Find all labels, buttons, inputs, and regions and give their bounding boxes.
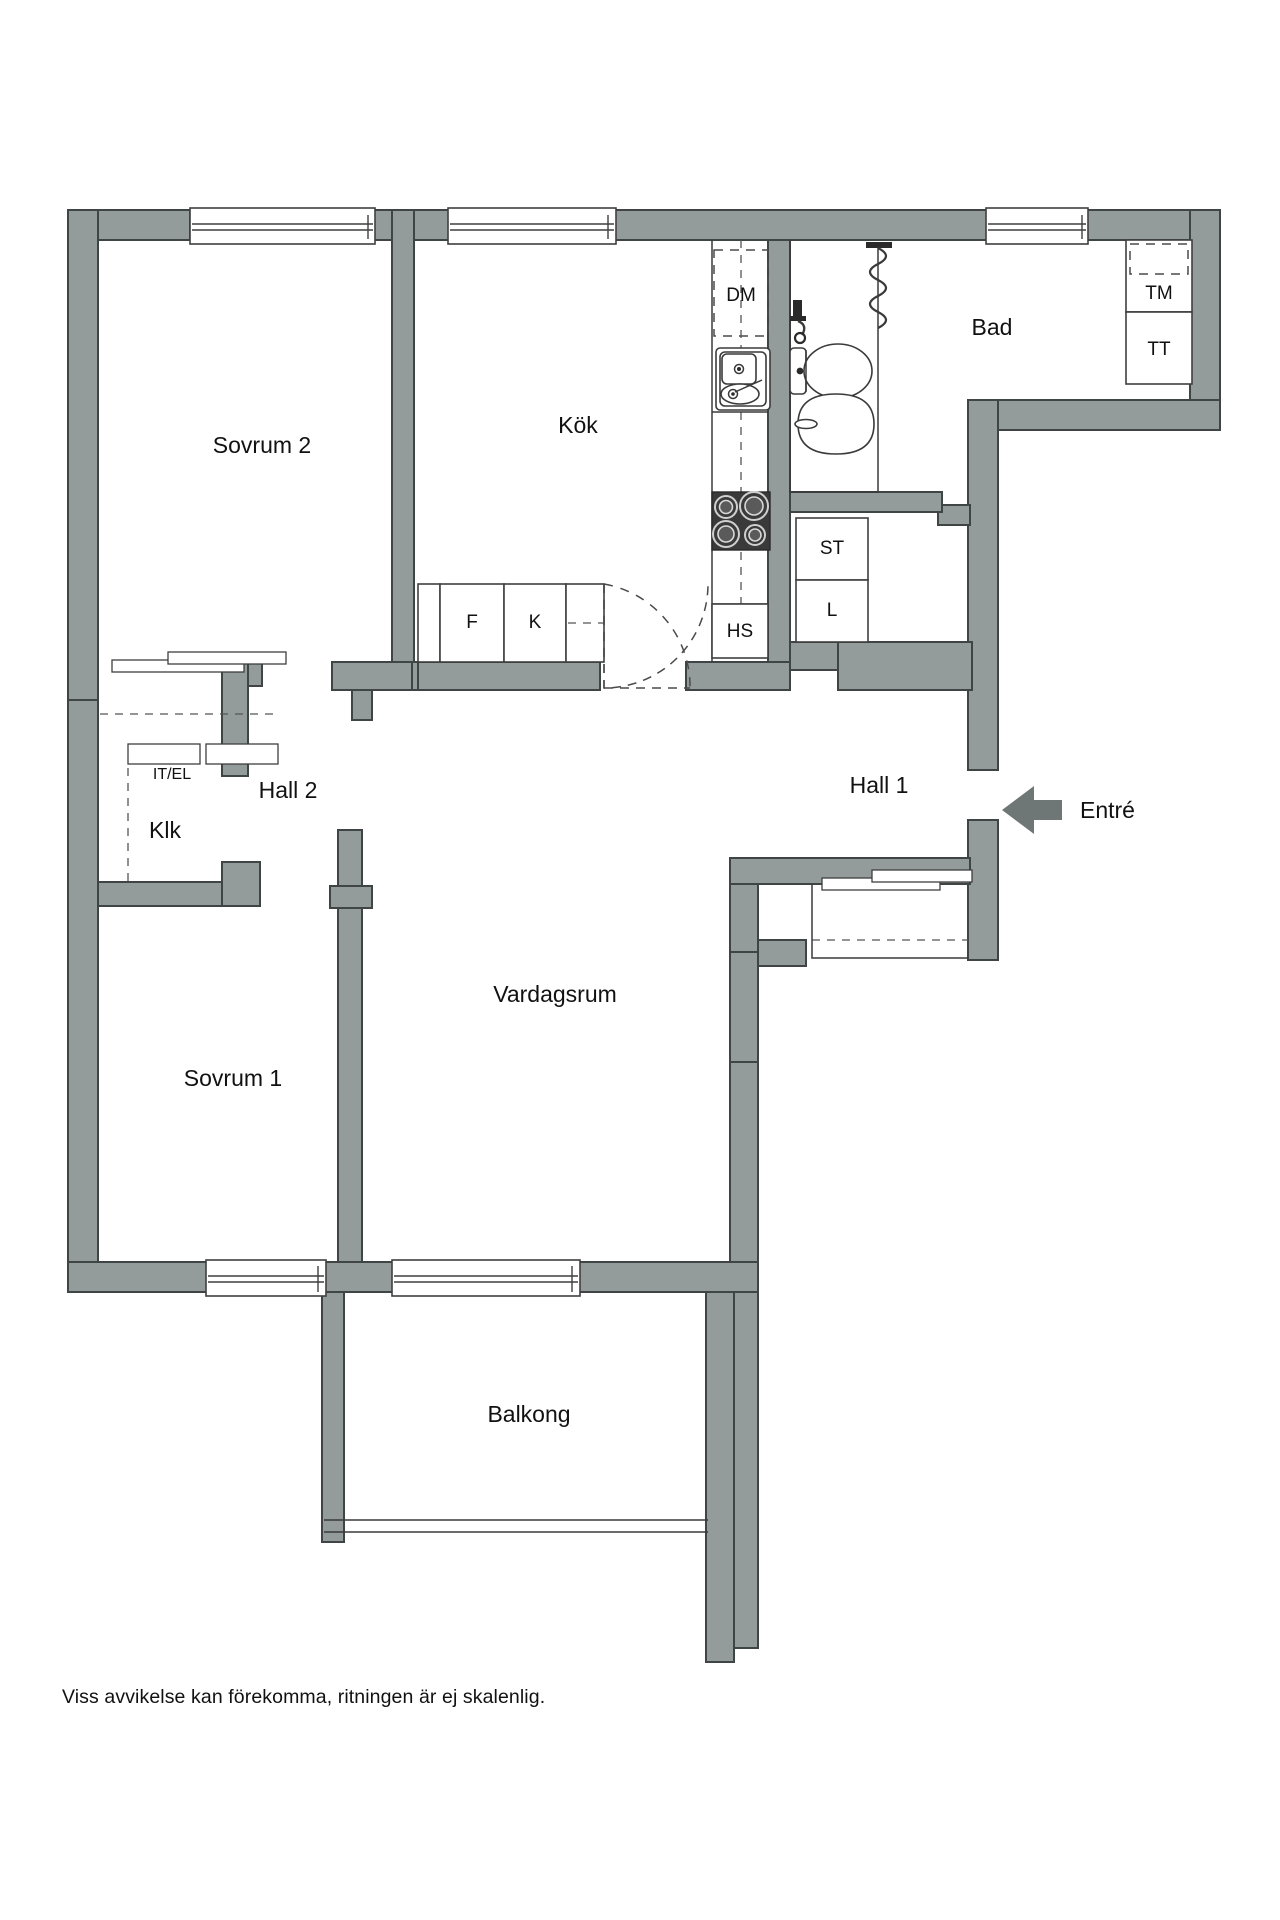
wall-kok-pier [351, 687, 373, 721]
wall-bottom-mid [321, 1261, 395, 1293]
closet-front-hall1 [821, 869, 973, 891]
fixture-label-f: F [466, 612, 478, 633]
window-bad [985, 207, 1089, 245]
wall-kok-right [767, 239, 791, 691]
fixture-label-hs: HS [727, 621, 753, 642]
window-group [111, 207, 1089, 1297]
fixture-tt: TT [1125, 311, 1193, 385]
bathroom-fixtures [789, 240, 892, 493]
wall-right-hall1-lower [967, 819, 999, 961]
wall-kok-left-foot [331, 661, 413, 691]
wall-left-upper [67, 209, 99, 736]
window-kok [447, 207, 617, 245]
fixture-dm: DM [713, 240, 769, 348]
room-label-kok: Kök [558, 412, 598, 438]
fixture-label-tm: TM [1145, 283, 1172, 304]
door-swing-kok [603, 583, 709, 689]
entry-arrow [1002, 786, 1062, 834]
fixture-hs: HS [711, 603, 769, 659]
wall-right-hall1-upper [967, 399, 999, 771]
fixture-label-k: K [529, 612, 542, 633]
wall-above-st [789, 491, 943, 513]
closet-st-l: ST L [795, 517, 869, 643]
wall-sovrum2-kok [391, 209, 415, 691]
room-label-klk: Klk [149, 817, 181, 843]
room-label-hall1: Hall 1 [850, 772, 909, 798]
room-label-balkong: Balkong [487, 1401, 570, 1427]
inner-outline-group [100, 713, 968, 959]
wall-bad-bottom [967, 399, 1221, 431]
fixture-hob [711, 491, 771, 551]
wall-hall2-pier-nub [329, 885, 373, 909]
hall1-closet-outline [811, 884, 968, 959]
wall-balkong-left [321, 1291, 345, 1543]
wall-vardag-right2 [729, 951, 759, 1063]
fixture-k: K [503, 583, 567, 663]
disclaimer-caption: Viss avvikelse kan förekomma, ritningen … [62, 1686, 546, 1708]
room-label-bad: Bad [972, 314, 1013, 340]
cabinet-narrow [417, 583, 441, 663]
wall-left-lower [67, 699, 99, 1291]
wall-vardag-step [757, 939, 807, 967]
shower-head-icon [866, 242, 892, 329]
laundry-column: TM TT [1125, 239, 1193, 385]
fixture-toilet [789, 343, 873, 399]
wall-bottom-right [577, 1261, 759, 1293]
fixture-st: ST [795, 517, 869, 581]
wall-klk-bottom-nub [221, 861, 261, 907]
room-label-vardagsrum: Vardagsrum [493, 981, 617, 1007]
wall-bottom-left [67, 1261, 209, 1293]
wall-top-mid2 [611, 209, 989, 241]
cabinet-end [565, 583, 605, 663]
fixture-l: L [795, 579, 869, 643]
window-sovrum2 [189, 207, 376, 245]
wall-group [67, 209, 1221, 1663]
room-labels: Sovrum 2 Kök Bad Hall 2 Hall 1 Klk Varda… [149, 314, 1135, 1427]
room-label-hall2: Hall 2 [259, 777, 318, 803]
fixture-label-itel: IT/EL [153, 766, 191, 783]
closet-front-klk-upper [111, 651, 287, 673]
fixture-tm: TM [1125, 239, 1193, 313]
window-vardagsrum-balcony [391, 1259, 581, 1297]
wall-st-bottom2 [837, 641, 973, 691]
wall-balkong-right [705, 1291, 735, 1663]
fixture-label-tt: TT [1147, 339, 1171, 360]
fixture-sink [715, 347, 771, 411]
fixture-f: F [439, 583, 505, 663]
fixture-washbasin [794, 393, 875, 455]
fixture-label-st: ST [820, 538, 845, 559]
entry-label: Entré [1080, 797, 1135, 823]
window-sovrum1 [205, 1259, 327, 1297]
room-label-sovrum1: Sovrum 1 [184, 1065, 282, 1091]
fixture-label-l: L [827, 600, 838, 621]
mixer-tap-icon [790, 300, 807, 345]
closet-doors-itel [127, 743, 279, 765]
fixture-label-dm: DM [726, 285, 756, 306]
room-label-sovrum2: Sovrum 2 [213, 432, 311, 458]
wall-right-upper [1189, 209, 1221, 421]
wall-kok-col-bottom [685, 661, 791, 691]
kitchen-column: DM HS [711, 240, 771, 662]
balcony-rail [324, 1519, 708, 1533]
kitchen-cabinets-fk: F K [417, 583, 605, 663]
wall-nub-hall1 [937, 504, 971, 526]
